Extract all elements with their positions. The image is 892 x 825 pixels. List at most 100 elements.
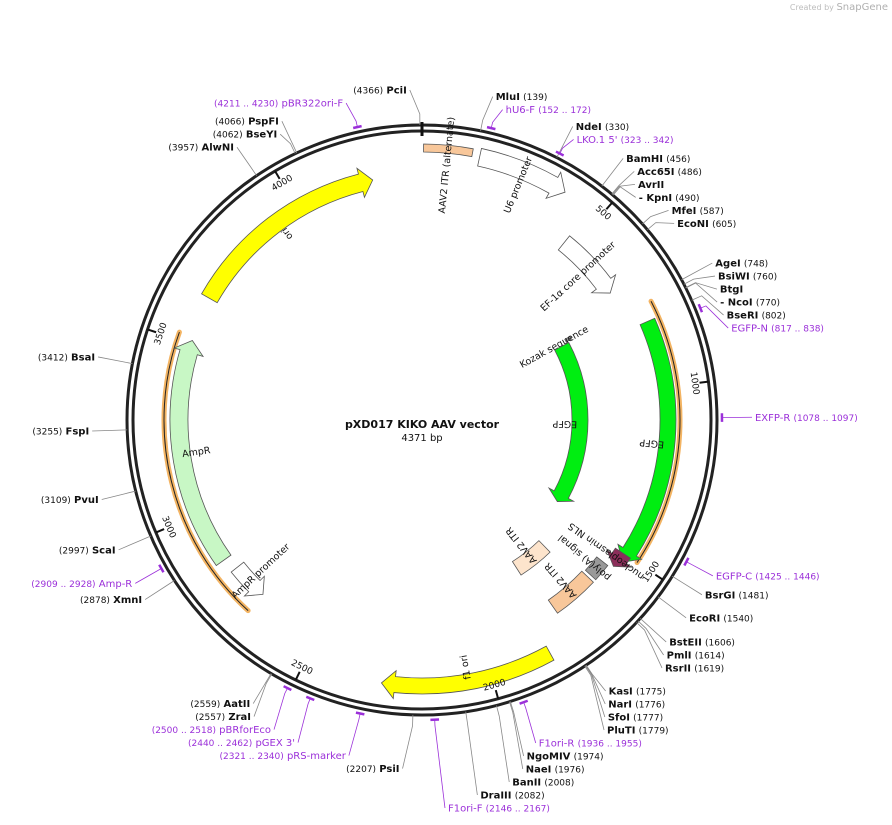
site-pcii-0-leader [409, 89, 421, 126]
primer-egfp-c-5-position: (1425 .. 1446) [755, 572, 819, 582]
site-naei-24-label: NaeI (1976) [526, 765, 585, 776]
site-bsai-34-name: BsaI [71, 352, 95, 363]
site-pvui-32-label: (3109) PvuI [41, 495, 99, 506]
site-ncoi-12-name: - NcoI [720, 298, 753, 309]
site-mfei-7-leader [642, 210, 669, 225]
site-avrii-5-name: AvrII [638, 180, 664, 191]
site-ndei-2-position: (330) [605, 123, 629, 133]
site-pluti-22-label: PluTI (1779) [607, 726, 669, 737]
site-acc65i-4-label: Acc65I (486) [637, 167, 702, 178]
primer-f1ori-f-7-label: F1ori-F (2146 .. 2167) [448, 804, 550, 815]
site-zrai-29-leader [253, 673, 273, 717]
site-pmli-17-leader [637, 620, 664, 656]
primer-amp-r-11-leader [135, 568, 162, 584]
site-banii-25-name: BanII [512, 778, 541, 789]
orf-line-1 [163, 331, 249, 611]
site-bamhi-3-leader [601, 158, 624, 187]
primer-pbr322ori-f-0-name: pBR322ori-F [281, 99, 343, 110]
feature-poly-a-signal-7 [584, 556, 609, 581]
snapgene-credit: Created by SnapGene [790, 2, 888, 13]
primer-hu6-f-1-leader [490, 109, 503, 129]
primer-prs-marker-8-label: (2321 .. 2340) pRS-marker [219, 751, 346, 762]
primer-f1ori-r-6-position: (1936 .. 1955) [578, 740, 642, 750]
orf-line-0 [636, 301, 681, 563]
site-mfei-7-name: MfeI [672, 206, 697, 217]
site-pcii-0-name: PciI [386, 86, 406, 97]
site-ngomiv-23-name: NgoMIV [527, 752, 571, 763]
site-btgi-11-label: BtgI [720, 285, 743, 296]
primer-exfp-r-4-label: EXFP-R (1078 .. 1097) [755, 413, 858, 424]
primer-pgex-3-9-marker [305, 695, 315, 702]
feature-kozak-sequence-3 [564, 335, 573, 343]
site-agei-9-position: (748) [744, 260, 768, 270]
site-draiii-26-name: DraIII [480, 791, 511, 802]
primer-egfp-c-5-leader [686, 561, 714, 577]
site-pvui-32-position: (3109) [41, 496, 71, 506]
site-btgi-11-leader [685, 282, 718, 290]
site-psii-27-name: PsiI [379, 764, 399, 775]
primer-f1ori-r-6-name: F1ori-R [539, 739, 575, 750]
feature-nucleoplasmin-nls-6 [606, 547, 633, 568]
site-mlui-1-position: (139) [523, 93, 547, 103]
site-econi-8-leader [647, 222, 675, 231]
primer-pgex-3-9-position: (2440 .. 2462) [188, 739, 252, 749]
center-title: pXD017 KIKO AAV vector 4371 bp [345, 418, 500, 444]
site-mlui-1-label: MluI (139) [496, 92, 548, 103]
site-bsteii-16-label: BstEII (1606) [669, 637, 735, 648]
site-bsai-34-leader [98, 356, 133, 365]
site-zrai-29-name: ZraI [228, 712, 251, 723]
feature-label-f1-ori-10: f1 ori [459, 654, 474, 680]
primer-prs-marker-8-leader [348, 713, 361, 756]
site-avrii-5-label: AvrII [638, 180, 664, 191]
plasmid-name: pXD017 KIKO AAV vector [345, 418, 500, 431]
primer-hu6-f-1-label: hU6-F (152 .. 172) [506, 105, 591, 116]
site-sfoi-21-label: SfoI (1777) [608, 713, 663, 724]
site-ecori-15-position: (1540) [723, 614, 753, 624]
site-banii-25-position: (2008) [544, 779, 574, 789]
site-banii-25-leader [496, 705, 510, 783]
primer-f1ori-f-7-name: F1ori-F [448, 804, 483, 815]
site-draiii-26-label: DraIII (2082) [480, 791, 544, 802]
site-ngomiv-23-leader [509, 701, 524, 757]
site-draiii-26-position: (2082) [515, 792, 545, 802]
primer-hu6-f-1-marker [486, 125, 496, 131]
primer-lko-1-5-2-name: LKO.1 5' [577, 135, 618, 146]
site-bsrgi-14-position: (1481) [739, 591, 769, 601]
site-bseyi-36-leader [279, 133, 296, 154]
feature-aav2-itr-9 [511, 540, 551, 576]
primer-lko-1-5-2-position: (323 .. 342) [621, 136, 674, 146]
primer-exfp-r-4-name: EXFP-R [755, 413, 790, 424]
site-mlui-1-name: MluI [496, 92, 520, 103]
site-ecori-15-leader [657, 596, 687, 619]
primer-egfp-n-3-leader [700, 305, 729, 329]
site-bseyi-36-name: BseYI [246, 130, 277, 141]
feature-ori-13 [201, 167, 374, 304]
primer-egfp-n-3-label: EGFP-N (817 .. 838) [731, 324, 824, 335]
site-bsteii-16-leader [640, 618, 667, 643]
primer-prs-marker-8-position: (2321 .. 2340) [219, 752, 283, 762]
feature-aav2-itr-alternate-0 [423, 143, 474, 158]
site-bseri-13-label: BseRI (802) [727, 311, 786, 322]
primer-pbrforeco-10-position: (2500 .. 2518) [152, 726, 216, 736]
site-ngomiv-23-position: (1974) [574, 753, 604, 763]
site-pcii-0-label: (4366) PciI [353, 86, 407, 97]
site-ndei-2-leader [556, 126, 574, 158]
primer-pbrforeco-10-marker [283, 685, 292, 692]
tick-4000 [274, 170, 281, 180]
site-bsiwi-10-leader [683, 275, 716, 285]
tick-2000 [494, 689, 500, 700]
site-econi-8-label: EcoNI (605) [677, 219, 736, 230]
primer-amp-r-11-name: Amp-R [99, 579, 133, 590]
primer-f1ori-r-6-marker [519, 699, 529, 705]
site-fspi-33-leader [92, 429, 128, 432]
feature-aav2-itr-8 [547, 570, 594, 614]
feature-label-egfp-4: EGFP [552, 418, 577, 430]
site-pspfi-37-label: (4066) PspFI [215, 117, 279, 128]
site-sfoi-21-name: SfoI [608, 713, 630, 724]
primer-pbrforeco-10-label: (2500 .. 2518) pBRforEco [152, 725, 271, 736]
site-aatii-28-position: (2559) [190, 700, 220, 710]
site-kasi-19-position: (1775) [636, 688, 666, 698]
feature-ampr-promoter-11 [230, 561, 265, 597]
